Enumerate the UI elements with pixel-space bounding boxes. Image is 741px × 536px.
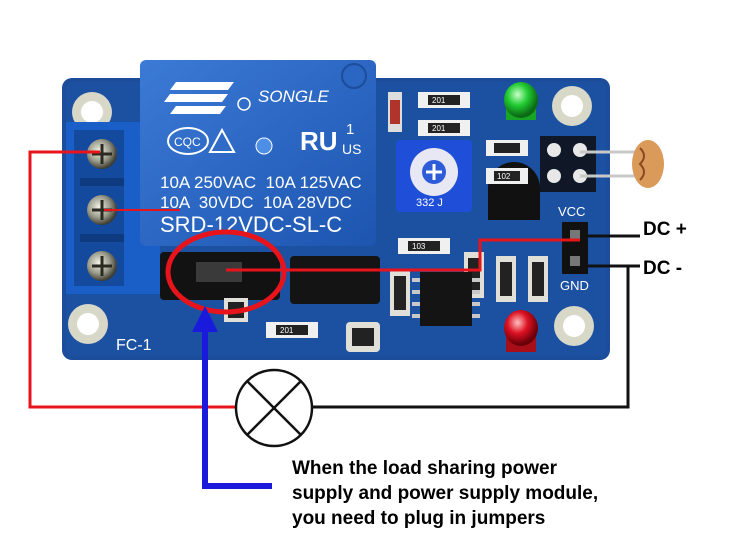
- red-wire: [28, 150, 236, 409]
- pin-vcc-label: VCC: [558, 204, 585, 219]
- red-wire: [226, 238, 580, 272]
- smd-label: 201: [280, 326, 294, 335]
- pot-label: 332 J: [416, 197, 443, 209]
- relay: SONGLE CQC RU 1 US 10A 250VAC 10A 125VAC…: [140, 60, 376, 246]
- note-line: When the load sharing power: [292, 458, 557, 479]
- note-line: you need to plug in jumpers: [292, 508, 546, 529]
- dc-plus-label: DC +: [643, 219, 687, 240]
- cert-right-2: US: [342, 141, 361, 157]
- songle-logo: [164, 82, 251, 114]
- smd-components: 201 201 102 103 201: [224, 92, 548, 352]
- relay-brand: SONGLE: [258, 87, 330, 106]
- smd-label: 201: [432, 124, 446, 133]
- jumper-note: When the load sharing power supply and p…: [292, 456, 654, 531]
- green-led: [504, 82, 538, 120]
- red-led: [504, 310, 538, 352]
- relay-rating-2: 10A 30VDC 10A 28VDC: [160, 193, 352, 212]
- jumper-highlight-circle: [165, 229, 287, 315]
- smd-label: 103: [412, 242, 426, 251]
- cert-right-1: 1: [346, 121, 354, 138]
- blue-arrow: [192, 306, 272, 489]
- black-wire: [312, 264, 630, 409]
- dc-minus-label: DC -: [643, 258, 683, 279]
- sensor-header: [540, 136, 640, 192]
- mounting-hole: [68, 304, 108, 344]
- relay-model: SRD-12VDC-SL-C: [160, 212, 342, 237]
- power-header: VCC GND: [558, 204, 589, 293]
- note-line: supply and power supply module,: [292, 483, 599, 504]
- ic-chip: [412, 272, 480, 326]
- jumper-header: [160, 252, 380, 304]
- smd-label: 102: [497, 172, 511, 181]
- svg-text:RU: RU: [300, 126, 338, 156]
- mounting-hole: [552, 86, 592, 126]
- lamp-symbol: [234, 368, 314, 448]
- wiring: [28, 150, 640, 409]
- board-label-fc: FC-1: [116, 337, 152, 354]
- mounting-hole: [554, 306, 594, 346]
- pin-gnd-label: GND: [560, 278, 589, 293]
- photoresistor: [632, 140, 664, 188]
- ul-mark: RU 1 US: [300, 121, 361, 157]
- potentiometer: 332 J: [396, 140, 472, 212]
- warning-triangle-icon: [208, 127, 236, 153]
- cert-left: CQC: [174, 135, 201, 149]
- cqc-mark: CQC: [167, 127, 209, 155]
- smd-label: 201: [432, 96, 446, 105]
- relay-rating-1: 10A 250VAC 10A 125VAC: [160, 173, 362, 192]
